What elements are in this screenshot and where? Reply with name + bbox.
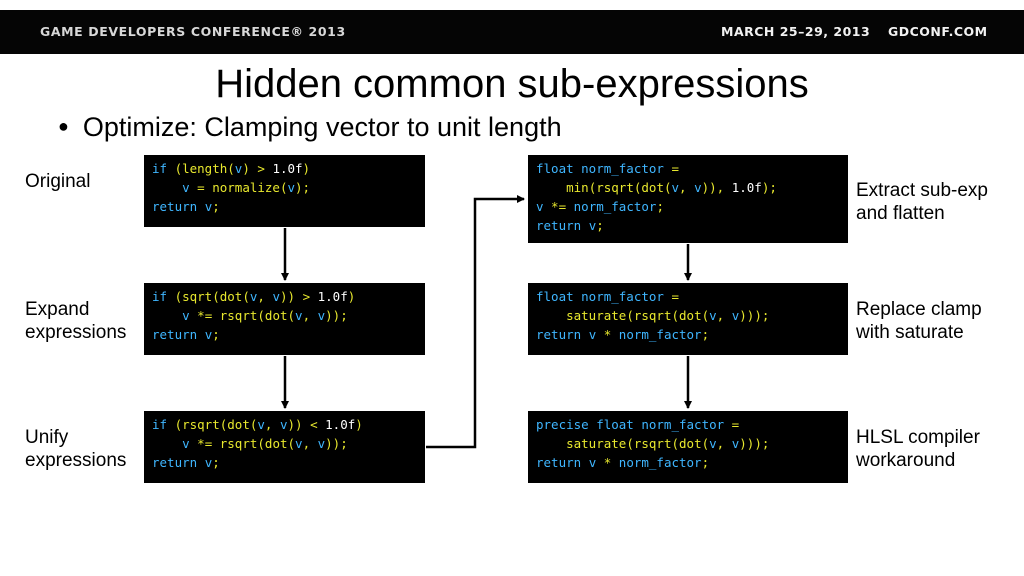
code-block-hlsl: precise float norm_factor = saturate(rsq… <box>528 411 848 483</box>
slide-title: Hidden common sub-expressions <box>215 62 809 106</box>
label-expand: Expand expressions <box>25 298 126 344</box>
conference-banner: GAME DEVELOPERS CONFERENCE® 2013 MARCH 2… <box>0 10 1024 54</box>
bullet-dot-icon: ● <box>58 116 69 136</box>
code-block-expand: if (sqrt(dot(v, v)) > 1.0f) v *= rsqrt(d… <box>144 283 425 355</box>
code-line: return v; <box>152 455 220 470</box>
label-extract-line2: and flatten <box>856 203 945 224</box>
code-block-replace: float norm_factor = saturate(rsqrt(dot(v… <box>528 283 848 355</box>
label-unify-line2: expressions <box>25 450 127 471</box>
label-replace-line2: with saturate <box>856 322 964 343</box>
code-line: return v; <box>152 327 220 342</box>
label-unify: Unify expressions <box>25 426 126 472</box>
code-line: if (sqrt(dot(v, v)) > 1.0f) <box>152 289 356 304</box>
label-expand-line2: expressions <box>25 322 127 343</box>
label-expand-line1: Expand <box>25 299 90 320</box>
code-line: precise float norm_factor = <box>536 417 740 432</box>
code-line: saturate(rsqrt(dot(v, v))); <box>566 308 770 323</box>
label-hlsl-line1: HLSL compiler <box>856 427 980 448</box>
code-line: if (length(v) > 1.0f) <box>152 161 311 176</box>
code-line: float norm_factor = <box>536 289 680 304</box>
bullet-text: Optimize: Clamping vector to unit length <box>82 112 562 142</box>
conference-site: GDCONF.COM <box>888 24 988 39</box>
label-hlsl: HLSL compiler workaround <box>856 426 980 472</box>
conference-name: GAME DEVELOPERS CONFERENCE® 2013 <box>40 24 346 39</box>
code-block-extract: float norm_factor = min(rsqrt(dot(v, v))… <box>528 155 848 243</box>
label-replace-line1: Replace clamp <box>856 299 982 320</box>
code-line: v *= rsqrt(dot(v, v)); <box>182 436 348 451</box>
label-original: Original <box>25 170 90 193</box>
code-line: if (rsqrt(dot(v, v)) < 1.0f) <box>152 417 363 432</box>
label-unify-line1: Unify <box>25 427 69 448</box>
code-line: float norm_factor = <box>536 161 680 176</box>
conference-dates: MARCH 25–29, 2013 <box>721 24 871 39</box>
code-block-original: if (length(v) > 1.0f) v = normalize(v); r… <box>144 155 425 227</box>
label-replace: Replace clamp with saturate <box>856 298 982 344</box>
label-hlsl-line2: workaround <box>856 450 956 471</box>
label-original-line: Original <box>25 171 91 192</box>
code-line: v *= rsqrt(dot(v, v)); <box>182 308 348 323</box>
code-line: return v * norm_factor; <box>536 327 710 342</box>
code-line: v = normalize(v); <box>182 180 311 195</box>
bullet-item: ● Optimize: Clamping vector to unit lengt… <box>58 112 562 143</box>
label-extract-line1: Extract sub-exp <box>856 180 988 201</box>
code-line: return v; <box>536 218 604 233</box>
code-line: return v * norm_factor; <box>536 455 710 470</box>
code-block-unify: if (rsqrt(dot(v, v)) < 1.0f) v *= rsqrt(… <box>144 411 425 483</box>
label-extract: Extract sub-exp and flatten <box>856 179 988 225</box>
code-line: v *= norm_factor; <box>536 199 664 214</box>
code-line: return v; <box>152 199 220 214</box>
code-line: saturate(rsqrt(dot(v, v))); <box>566 436 770 451</box>
arrow-unify-to-extract <box>426 195 525 449</box>
code-line: min(rsqrt(dot(v, v)), 1.0f); <box>566 180 777 195</box>
